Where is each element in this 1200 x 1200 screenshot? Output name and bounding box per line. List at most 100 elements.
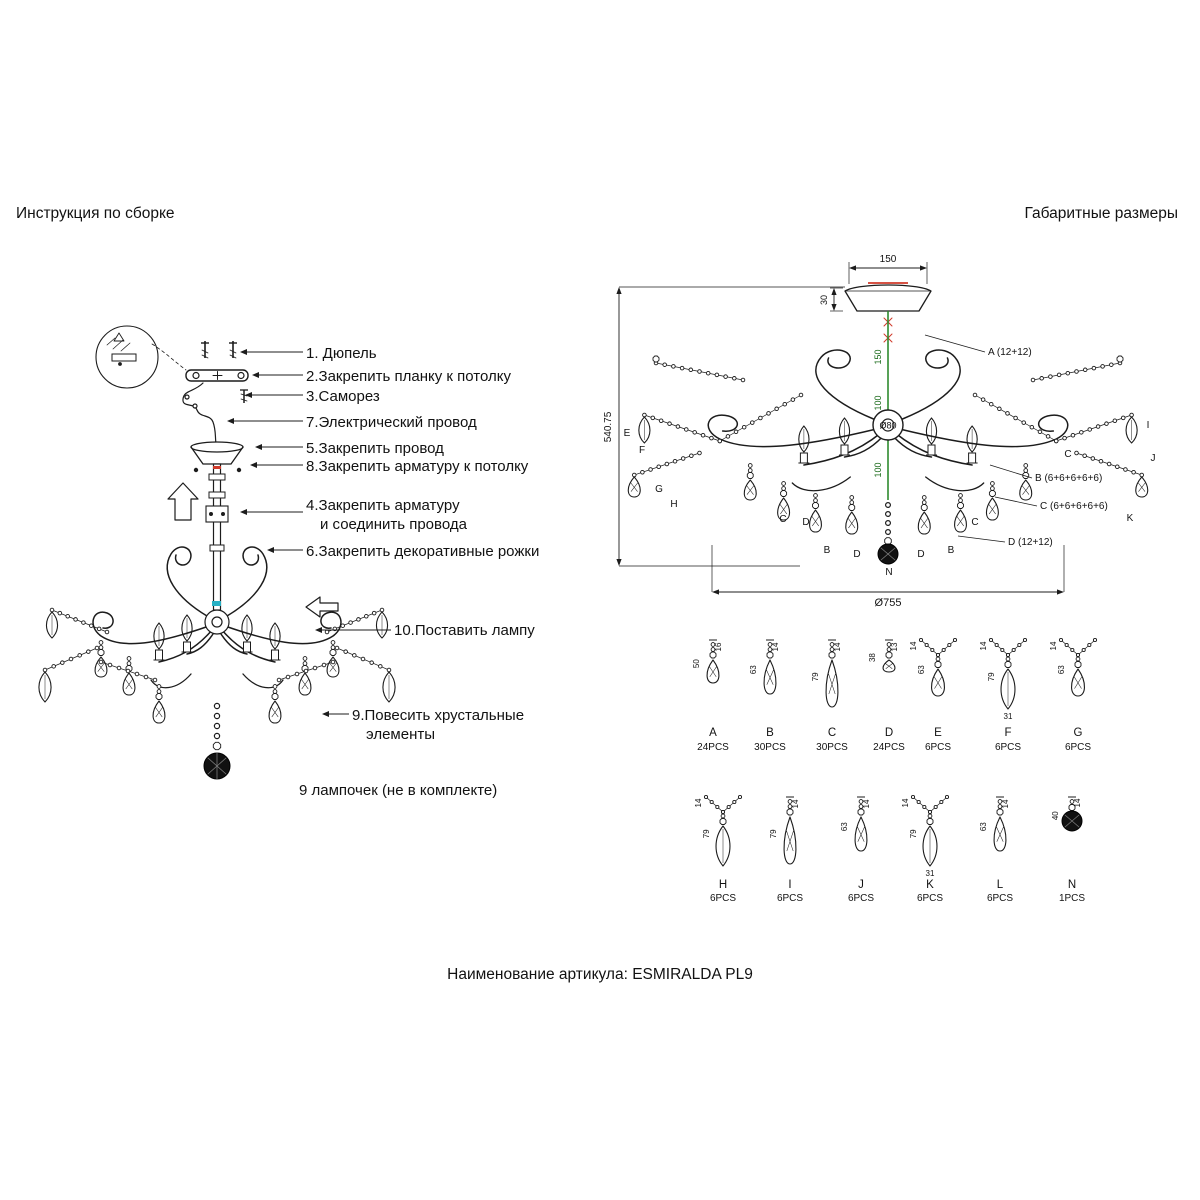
part-B: 14 63B 30PCS [749, 639, 786, 753]
point-label: B [948, 545, 955, 556]
part-dim: 14 [771, 642, 780, 651]
part-dim: 14 [833, 642, 842, 651]
point-label: J [1151, 453, 1156, 464]
part-D: 13 38D 24PCS [868, 639, 905, 753]
lamps-note: 9 лампочек (не в комплекте) [299, 782, 498, 799]
part-letter: L [997, 879, 1004, 891]
point-label: D [917, 549, 924, 560]
stem-dimension: 100 [873, 395, 883, 410]
part-letter: J [858, 879, 864, 891]
part-letter: B [766, 727, 774, 739]
canopy-height-dim: 30 [819, 295, 829, 305]
part-dim: 79 [909, 829, 918, 838]
part-count: 6PCS [777, 893, 803, 904]
callout-label: C (6+6+6+6+6) [1040, 501, 1108, 512]
central-rod [212, 463, 222, 611]
part-dim: 14 [694, 798, 703, 807]
part-letter: K [926, 879, 934, 891]
part-dim: 14 [1049, 641, 1058, 650]
hub-diameter-label: Ø80 [879, 421, 896, 431]
assembly-title: Инструкция по сборке [16, 205, 175, 222]
part-dim: 63 [917, 665, 926, 674]
point-label: C [779, 514, 786, 525]
part-dim: 14 [862, 799, 871, 808]
detail-circle [95, 325, 187, 389]
part-count: 30PCS [754, 742, 786, 753]
part-count: 6PCS [987, 893, 1013, 904]
part-letter: N [1068, 879, 1076, 891]
point-label: D [802, 517, 809, 528]
assembly-chandelier [38, 546, 396, 780]
electric-wire [182, 382, 217, 445]
part-dim: 13 [890, 642, 899, 651]
part-extra-dim: 31 [926, 869, 935, 878]
point-label: N [885, 567, 892, 578]
diameter-dim: Ø755 [875, 597, 902, 609]
canopy [844, 284, 932, 312]
step-arrows [227, 349, 391, 717]
part-dim: 14 [979, 641, 988, 650]
part-count: 24PCS [697, 742, 729, 753]
point-label: K [1127, 513, 1134, 524]
part-count: 6PCS [917, 893, 943, 904]
callout-label: D (12+12) [1008, 537, 1053, 548]
mounting-hardware [95, 325, 339, 618]
point-label: E [624, 428, 631, 439]
part-dim: 16 [714, 642, 723, 651]
part-letter: F [1004, 727, 1011, 739]
part-dim: 38 [868, 653, 877, 662]
stem-dimension: 100 [873, 462, 883, 477]
part-dim: 63 [749, 665, 758, 674]
part-J: 14 63J 6PCS [840, 796, 874, 904]
ceiling-cup [190, 441, 244, 453]
callout-label: A (12+12) [988, 347, 1032, 358]
part-dim: 79 [811, 672, 820, 681]
parts-grid: 1650A24PCS1463B30PCS1479C30PCS1338D24PCS… [692, 637, 1098, 904]
part-count: 6PCS [848, 893, 874, 904]
point-label: H [670, 499, 677, 510]
article-name: Наименование артикула: ESMIRALDA PL9 [447, 966, 753, 983]
part-dim: 79 [987, 672, 996, 681]
part-dim: 14 [791, 799, 800, 808]
point-label: F [639, 445, 645, 456]
part-count: 6PCS [925, 742, 951, 753]
stem-dimension: 150 [873, 349, 883, 364]
callout-label: B (6+6+6+6+6) [1035, 473, 1102, 484]
part-dim: 14 [1073, 798, 1082, 807]
part-letter: D [885, 727, 893, 739]
part-letter: I [788, 879, 791, 891]
part-count: 1PCS [1059, 893, 1085, 904]
part-letter: H [719, 879, 727, 891]
part-dim: 79 [702, 829, 711, 838]
part-letter: E [934, 727, 942, 739]
left-direction-arrow [305, 596, 339, 618]
part-dim: 50 [692, 659, 701, 668]
point-label: D [853, 549, 860, 560]
part-dim: 14 [909, 641, 918, 650]
part-letter: C [828, 727, 836, 739]
overall-height-dim: 540.75 [603, 411, 614, 442]
point-label: G [655, 484, 663, 495]
part-dim: 63 [979, 822, 988, 831]
part-letter: G [1074, 727, 1083, 739]
part-dim: 63 [1057, 665, 1066, 674]
canopy-width-dim: 150 [880, 254, 897, 265]
part-count: 30PCS [816, 742, 848, 753]
part-dim: 63 [840, 822, 849, 831]
part-A: 16 50A 24PCS [692, 639, 729, 753]
part-count: 24PCS [873, 742, 905, 753]
point-label: B [824, 545, 831, 556]
part-letter: A [709, 727, 717, 739]
point-label: C [1064, 449, 1071, 460]
point-label: C [971, 517, 978, 528]
part-dim: 40 [1051, 811, 1060, 820]
